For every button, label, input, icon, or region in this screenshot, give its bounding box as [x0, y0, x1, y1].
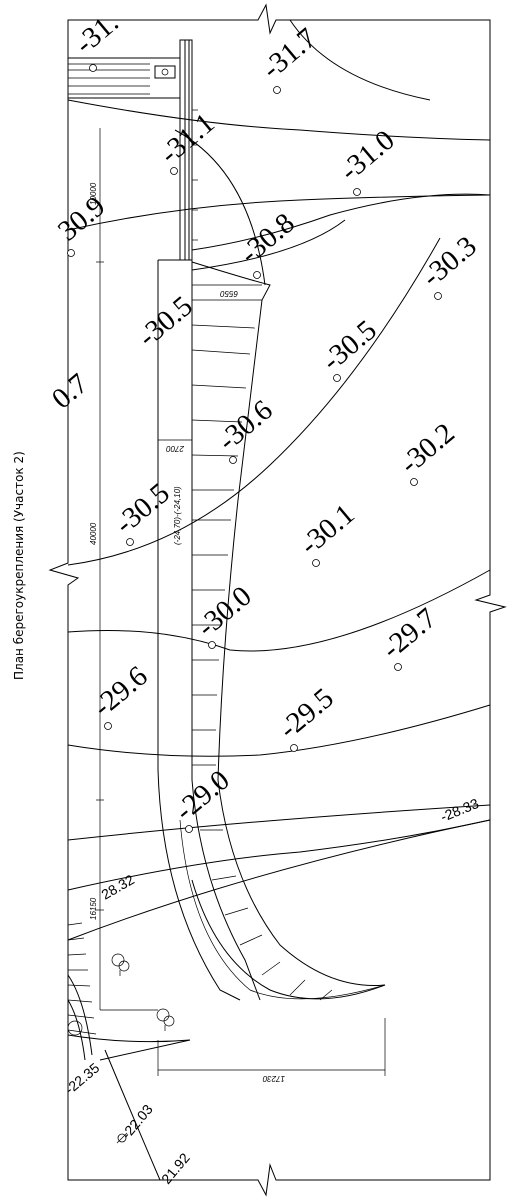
- contour-label: 28.32: [99, 871, 138, 902]
- depth-label: -29.7: [376, 602, 443, 665]
- depth-label: -30.5: [316, 314, 383, 377]
- contour-label: -22.03: [118, 1101, 156, 1142]
- dimension-label: 10000: [89, 182, 98, 205]
- depth-label: -29.0: [169, 764, 236, 827]
- revetment-strip: [157, 259, 386, 1001]
- depth-marks: -31. -31.7 -31.1 -31.0 30.9 -30.8 -30.3 …: [46, 6, 483, 827]
- dimension-labels: 10000 6550 2700 40000 16150 17230 (-24,7…: [89, 182, 285, 1083]
- dimension-lines: [96, 128, 386, 1076]
- depth-label: -30.2: [394, 417, 461, 480]
- dimension-label: 17230: [262, 1074, 285, 1083]
- plan-title: План берегоукрепления (Участок 2): [12, 451, 26, 680]
- depth-label: -30.6: [212, 394, 279, 457]
- dimension-label: 40000: [89, 522, 98, 545]
- sounding-points: [67, 64, 442, 1144]
- contour-label: 21.92: [158, 1150, 193, 1187]
- depth-label: -30.1: [294, 498, 361, 561]
- shore-hatching: [67, 922, 97, 1036]
- depth-label: -30.3: [416, 230, 483, 293]
- contour-label: -28.33: [438, 795, 481, 825]
- depth-label: -31.7: [256, 22, 323, 85]
- depth-label: -29.6: [87, 660, 154, 723]
- depth-label: 0.7: [46, 368, 94, 416]
- depth-label: -30.5: [109, 477, 176, 540]
- depth-label: -30.5: [132, 290, 199, 353]
- depth-label: -29.5: [273, 682, 340, 745]
- depth-label: -30.0: [191, 580, 258, 643]
- tree-icon: [111, 953, 175, 1031]
- dimension-label: 6550: [220, 289, 238, 298]
- sheet-frame: [48, 3, 507, 1197]
- contour-lines: [67, 19, 491, 1181]
- dimension-label: 2700: [166, 444, 185, 453]
- depth-label: 30.9: [52, 190, 111, 247]
- profile-note: (-24,70)-(-24,10): [173, 486, 182, 545]
- dimension-label: 16150: [89, 897, 98, 920]
- depth-label: -31.: [69, 6, 125, 60]
